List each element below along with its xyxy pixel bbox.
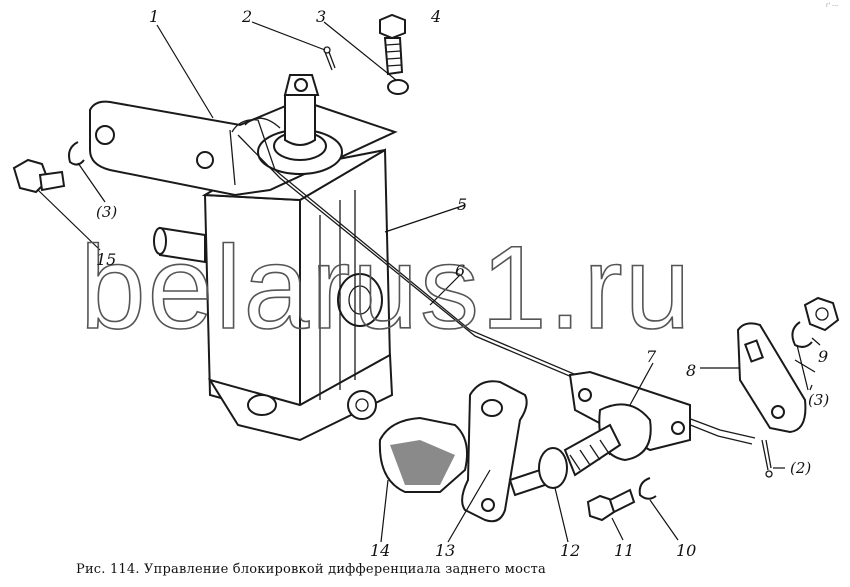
callout-13: 13 xyxy=(435,541,455,560)
washer-part-3 xyxy=(387,79,409,95)
bolt-part-15 xyxy=(12,158,66,194)
cotter-pin-part-2 xyxy=(323,46,336,71)
callout-7: 7 xyxy=(646,347,657,366)
callout-8: 8 xyxy=(686,361,696,380)
callout-5: 5 xyxy=(457,195,467,214)
callout-6: 6 xyxy=(455,261,465,280)
callout-4: 4 xyxy=(430,7,441,26)
callout-11: 11 xyxy=(614,541,634,560)
washer-left xyxy=(68,141,85,166)
watermark-text: belarus1.ru xyxy=(80,222,692,354)
valve-stem xyxy=(244,74,343,175)
callout-2: 2 xyxy=(241,7,252,26)
callout-1: 1 xyxy=(149,7,159,26)
washer-right xyxy=(791,321,813,348)
callout-3-left: (3) xyxy=(96,203,117,221)
figure-caption: Рис. 114. Управление блокировкой диффере… xyxy=(76,562,546,577)
callout-3-right: (3) xyxy=(808,391,829,409)
leader-lines xyxy=(37,21,821,543)
callout-12: 12 xyxy=(560,541,580,560)
rubber-cap-part-14 xyxy=(378,416,468,493)
callout-10: 10 xyxy=(676,541,696,560)
shaft-part-12 xyxy=(508,423,622,497)
cotter-pin-right xyxy=(761,439,773,478)
callout-9: 9 xyxy=(818,347,828,366)
lever-part-8 xyxy=(736,322,807,434)
pedal-lever-part-13 xyxy=(461,380,528,523)
link-rod xyxy=(231,119,756,445)
callout-labels: 1 2 3 4 5 6 7 8 9 10 11 12 13 14 15 (3) … xyxy=(96,7,829,560)
bolt-part-11 xyxy=(586,488,636,522)
callout-2-right: (2) xyxy=(790,459,811,477)
washer-part-10 xyxy=(638,477,657,500)
bolt-part-4 xyxy=(379,13,406,76)
callout-14: 14 xyxy=(370,541,390,560)
corner-mark: r' --- xyxy=(826,2,839,9)
callout-15: 15 xyxy=(96,250,116,269)
nut-part-9 xyxy=(803,296,840,332)
callout-3: 3 xyxy=(316,7,326,26)
